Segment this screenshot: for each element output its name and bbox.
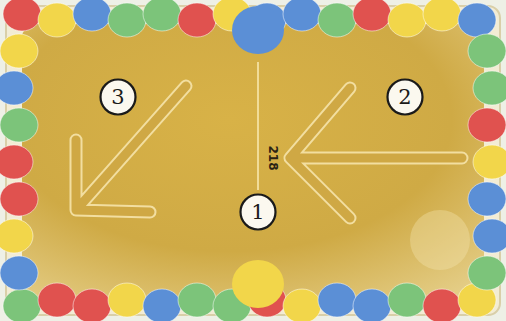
balloon <box>388 3 426 37</box>
balloon <box>38 283 76 317</box>
balloon <box>353 289 391 321</box>
balloon <box>108 283 146 317</box>
balloon <box>353 0 391 31</box>
balloon <box>318 3 356 37</box>
balloon <box>473 219 506 253</box>
balloon <box>178 283 216 317</box>
balloon <box>108 3 146 37</box>
card-number: 218 <box>265 145 279 170</box>
balloon <box>0 34 38 68</box>
balloon <box>0 182 38 216</box>
callout-circle: 1 <box>239 193 277 231</box>
balloon <box>318 283 356 317</box>
balloon <box>468 34 506 68</box>
balloon <box>468 182 506 216</box>
light-glow <box>410 210 470 270</box>
callout-circle: 3 <box>99 78 137 116</box>
balloon <box>423 289 461 321</box>
balloon <box>473 145 506 179</box>
callout-circle: 2 <box>386 78 424 116</box>
callout-number: 2 <box>386 78 424 116</box>
balloon <box>473 71 506 105</box>
balloon <box>143 289 181 321</box>
balloon <box>178 3 216 37</box>
arrow-left <box>290 88 462 218</box>
balloon <box>73 0 111 31</box>
divider-line <box>257 62 259 190</box>
card-frame <box>6 6 500 315</box>
balloon <box>38 3 76 37</box>
balloon <box>0 219 33 253</box>
balloon <box>458 3 496 37</box>
balloon <box>468 256 506 290</box>
card-ground <box>22 24 484 298</box>
balloon <box>0 256 38 290</box>
balloon <box>0 71 33 105</box>
balloon <box>468 108 506 142</box>
balloon <box>143 0 181 31</box>
balloon <box>423 0 461 31</box>
balloon <box>232 260 284 308</box>
balloon <box>388 283 426 317</box>
callout-number: 1 <box>239 193 277 231</box>
balloon <box>3 289 41 321</box>
balloon <box>73 289 111 321</box>
balloon <box>232 6 284 54</box>
balloon <box>283 0 321 31</box>
callout-number: 3 <box>99 78 137 116</box>
balloon <box>3 0 41 31</box>
balloon <box>0 145 33 179</box>
balloon <box>283 289 321 321</box>
balloon <box>0 108 38 142</box>
